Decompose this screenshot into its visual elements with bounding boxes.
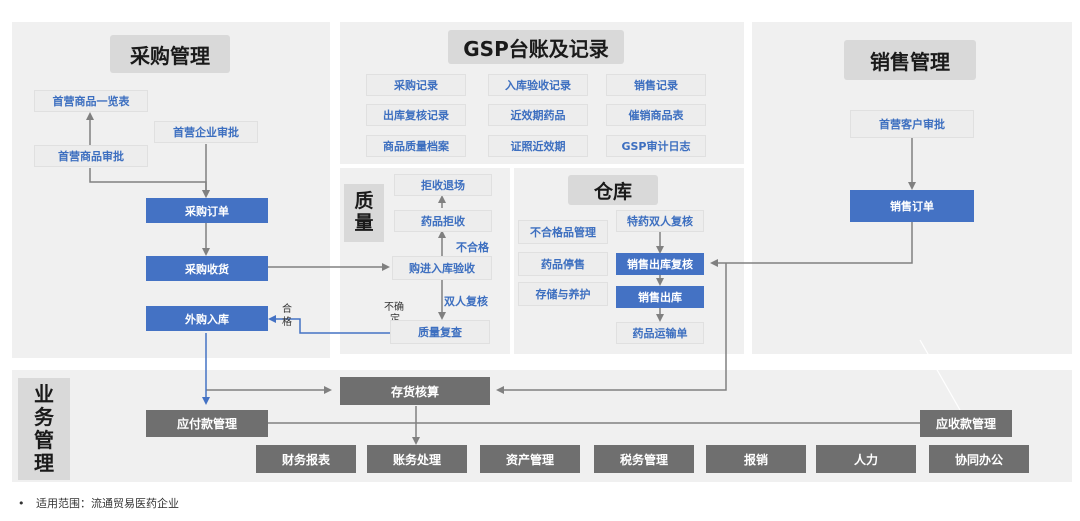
gsp-title: GSP台账及记录 — [448, 30, 624, 64]
arrow-payables-to-accounting — [268, 422, 420, 445]
business-title-char: 管 — [34, 428, 54, 452]
module-tax-management[interactable]: 税务管理 — [594, 445, 694, 473]
uncertain-label: 不确 — [384, 302, 404, 313]
gsp-item[interactable]: 出库复核记录 — [366, 104, 466, 126]
uncertain-label: 定 — [390, 314, 400, 326]
nonconforming-management[interactable]: 不合格品管理 — [518, 220, 608, 244]
quality-title-char: 量 — [354, 212, 374, 234]
first-company-review[interactable]: 首营企业审批 — [154, 121, 258, 143]
arrow-review-to-order — [89, 168, 210, 198]
gsp-item[interactable]: 商品质量档案 — [366, 135, 466, 157]
special-dual-review[interactable]: 特药双人复核 — [616, 210, 704, 232]
gsp-item[interactable]: 近效期药品 — [488, 104, 588, 126]
first-product-list[interactable]: 首营商品一览表 — [34, 90, 148, 112]
module-asset-management[interactable]: 资产管理 — [480, 445, 580, 473]
module-reimbursement[interactable]: 报销 — [706, 445, 806, 473]
module-collaboration[interactable]: 协同办公 — [929, 445, 1029, 473]
arrow-outreview-to-inventory — [496, 263, 727, 394]
gsp-item[interactable]: 催销商品表 — [606, 104, 706, 126]
sales-outbound[interactable]: 销售出库 — [616, 286, 704, 308]
receivables-management[interactable]: 应收款管理 — [920, 410, 1012, 437]
sales-order[interactable]: 销售订单 — [850, 190, 974, 222]
drug-stop-sale[interactable]: 药品停售 — [518, 252, 608, 276]
gsp-item[interactable]: 入库验收记录 — [488, 74, 588, 96]
business-title-char: 业 — [34, 382, 54, 406]
quality-title-char: 质 — [354, 190, 374, 213]
module-accounting[interactable]: 账务处理 — [367, 445, 467, 473]
first-product-review[interactable]: 首营商品审批 — [34, 145, 148, 167]
dual-review-label: 双人复核 — [444, 295, 488, 308]
gsp-item[interactable]: 证照近效期 — [488, 135, 588, 157]
purchase-receive[interactable]: 采购收货 — [146, 256, 268, 281]
purchase-order[interactable]: 采购订单 — [146, 198, 268, 223]
sales-diagonal-line — [919, 339, 961, 411]
warehouse-title: 仓库 — [568, 175, 658, 205]
arrow-salesorder-to-outreview — [710, 222, 913, 267]
fail-label: 不合格 — [456, 241, 489, 254]
first-customer-review[interactable]: 首营客户审批 — [850, 110, 974, 138]
quality-title: 质 量 — [344, 184, 384, 242]
module-hr[interactable]: 人力 — [816, 445, 916, 473]
pass-label: 合 — [282, 304, 292, 315]
gsp-item[interactable]: GSP审计日志 — [606, 135, 706, 157]
storage-care[interactable]: 存储与养护 — [518, 282, 608, 306]
business-title-char: 务 — [34, 405, 54, 429]
sales-title: 销售管理 — [844, 40, 976, 80]
sales-outbound-review[interactable]: 销售出库复核 — [616, 253, 704, 275]
reject-return[interactable]: 拒收退场 — [394, 174, 492, 196]
external-inbound[interactable]: 外购入库 — [146, 306, 268, 331]
arrow-recheck-to-inbound — [268, 315, 390, 334]
payables-management[interactable]: 应付款管理 — [146, 410, 268, 437]
purchase-panel — [12, 22, 330, 358]
purchase-title: 采购管理 — [110, 35, 230, 73]
business-title-char: 理 — [34, 451, 54, 475]
gsp-item[interactable]: 采购记录 — [366, 74, 466, 96]
drug-reject[interactable]: 药品拒收 — [394, 210, 492, 232]
quality-recheck[interactable]: 质量复查 — [390, 320, 490, 344]
pass-label: 格 — [282, 317, 292, 328]
gsp-item[interactable]: 销售记录 — [606, 74, 706, 96]
scope-text: 适用范围：流通贸易医药企业 — [36, 497, 179, 510]
module-financial-report[interactable]: 财务报表 — [256, 445, 356, 473]
bullet: • — [18, 497, 25, 510]
inventory-accounting[interactable]: 存货核算 — [340, 377, 490, 405]
inbound-check[interactable]: 购进入库验收 — [392, 256, 492, 280]
drug-transport-order[interactable]: 药品运输单 — [616, 322, 704, 344]
business-title: 业 务 管 理 — [18, 378, 70, 480]
scope-note: • 适用范围：流通贸易医药企业 — [18, 495, 179, 511]
